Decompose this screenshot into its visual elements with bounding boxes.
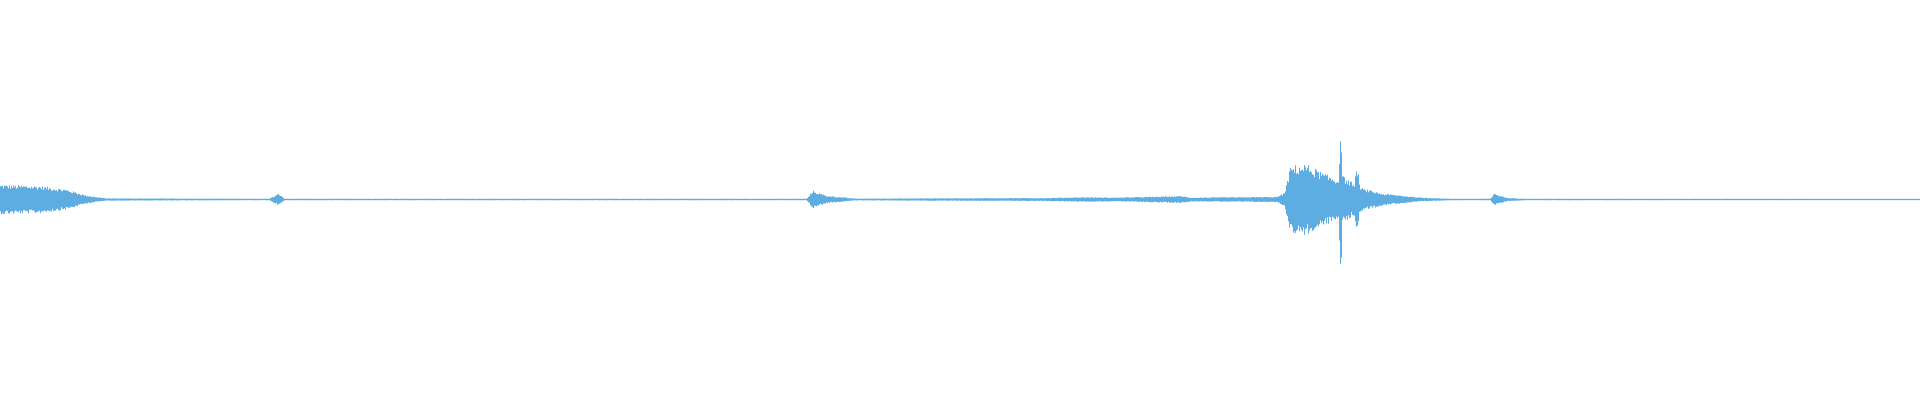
waveform-signal — [0, 141, 1920, 264]
